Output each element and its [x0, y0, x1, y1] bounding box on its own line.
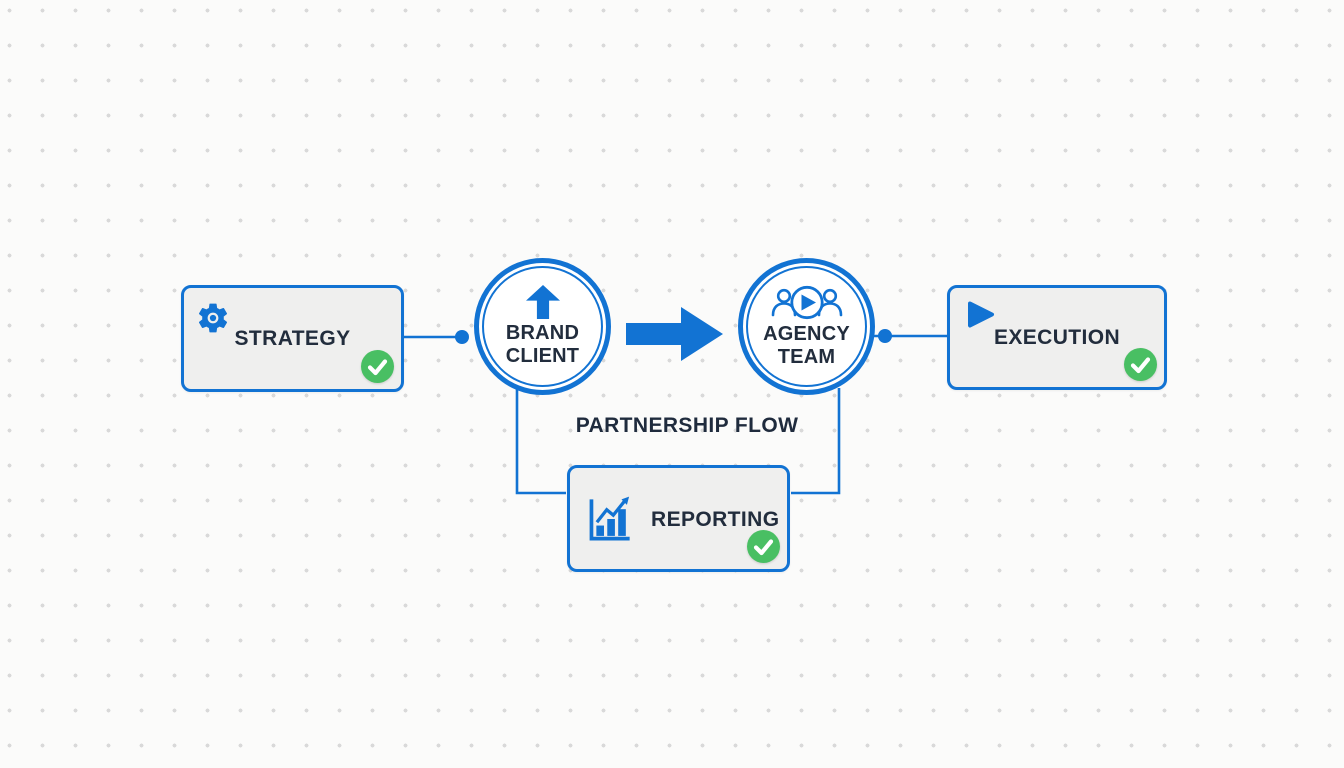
junction-dot-right: [878, 329, 892, 343]
node-execution: EXECUTION: [947, 285, 1167, 390]
flow-arrow-icon: [626, 307, 723, 361]
brand-client-label-line2: CLIENT: [505, 345, 580, 367]
node-agency-team: AGENCY TEAM: [738, 258, 875, 395]
connector-brandclient-reporting: [515, 388, 566, 495]
bar-chart-icon: [586, 495, 634, 543]
brand-client-label-line1: BRAND: [505, 322, 580, 344]
agency-team-label-line1: AGENCY: [763, 322, 850, 345]
agency-team-label: AGENCY TEAM: [763, 323, 850, 369]
check-icon: [361, 350, 394, 383]
check-icon: [1124, 348, 1157, 381]
check-icon: [747, 530, 780, 563]
junction-dot-left: [455, 330, 469, 344]
execution-label: EXECUTION: [993, 325, 1121, 349]
play-icon: [967, 300, 995, 329]
reporting-label: REPORTING: [651, 507, 780, 531]
node-strategy: STRATEGY: [181, 285, 404, 392]
diagram-title: PARTNERSHIP FLOW: [575, 414, 799, 437]
node-brand-client: BRAND CLIENT: [474, 258, 611, 395]
agency-team-label-line2: TEAM: [777, 345, 836, 368]
team-play-icon: [770, 285, 844, 320]
node-reporting: REPORTING: [567, 465, 790, 572]
strategy-label: STRATEGY: [234, 326, 351, 350]
brand-client-label: BRAND CLIENT: [506, 322, 579, 368]
connector-agencyteam-reporting: [791, 388, 841, 495]
gear-icon: [195, 300, 231, 336]
arrow-up-icon: [523, 285, 563, 319]
